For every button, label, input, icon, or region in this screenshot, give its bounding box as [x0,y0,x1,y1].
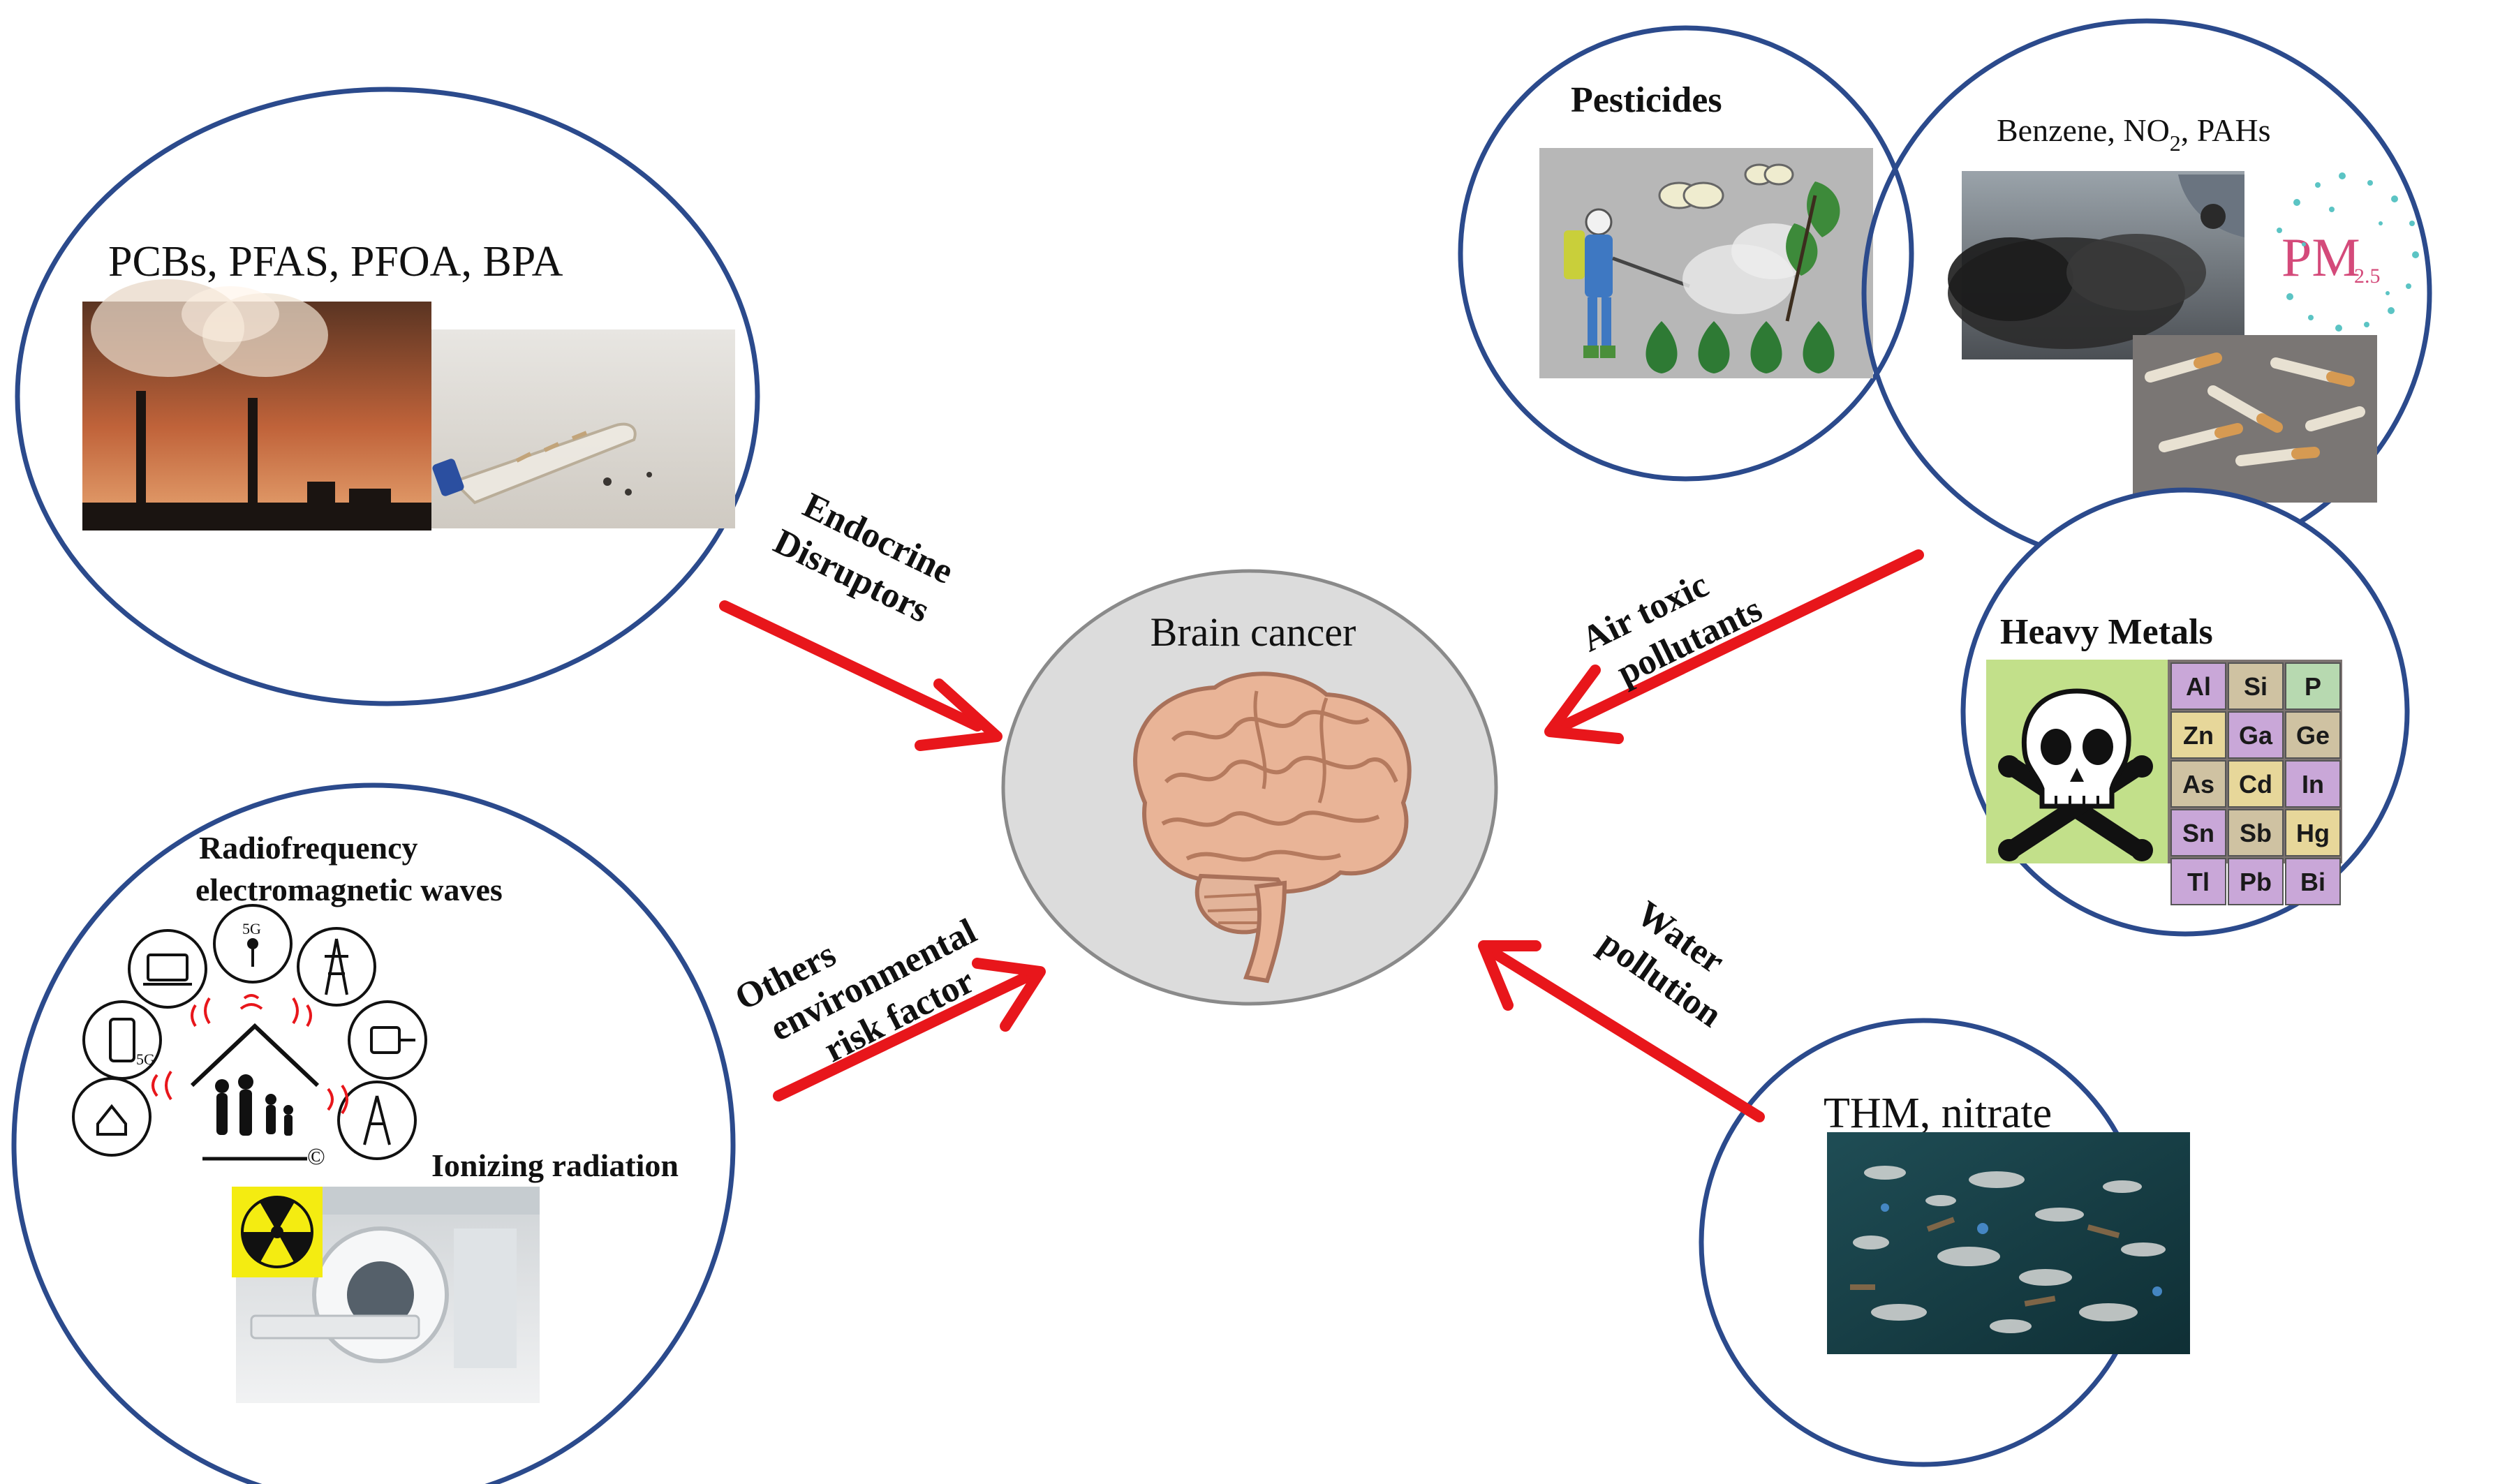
element-tile-hg: Hg [2285,809,2341,856]
ocean-debris-photo [1827,1132,2190,1354]
pesticides-illustration [1539,148,1873,378]
plastic-bottle-photo [431,329,735,528]
element-tile-bi: Bi [2285,858,2341,905]
element-symbol: Pb [2240,868,2272,896]
element-tile-zn: Zn [2170,711,2226,759]
pm25-sub: 2.5 [2354,265,2381,288]
other-factors-arrow [773,958,1046,1101]
element-symbol: Tl [2187,868,2210,896]
ionizing-label: Ionizing radiation [431,1148,679,1183]
element-symbol: In [2302,770,2324,799]
element-tile-sn: Sn [2170,809,2226,856]
air-compounds-suffix: , PAHs [2181,112,2271,148]
element-tile-as: As [2170,760,2226,808]
other-factors-node: Radiofrequency electromagnetic waves [11,782,736,1484]
element-tile-pb: Pb [2228,858,2284,905]
element-symbol: Al [2186,672,2211,701]
pesticides-node: Pesticides [1458,25,1914,482]
element-symbol: Ge [2296,721,2330,750]
element-tile-tl: Tl [2170,858,2226,905]
family-silhouette [215,1074,293,1136]
element-tile-p: P [2285,662,2341,710]
air-arrow [1544,549,1924,744]
center-title: Brain cancer [1151,609,1356,655]
endocrine-chemicals-label: PCBs, PFAS, PFOA, BPA [108,238,563,285]
brain-cancer-node: Brain cancer [1001,569,1498,1006]
rf-label-line1: Radiofrequency [199,830,418,866]
pm25-graphic: PM 2.5 [2277,172,2419,332]
water-pollutants-label: THM, nitrate [1824,1090,2052,1137]
smokestacks-photo [82,279,431,530]
exhaust-photo [1948,171,2244,359]
element-symbol: Sb [2240,819,2272,847]
element-symbol: Zn [2183,721,2214,750]
element-tile-ga: Ga [2228,711,2284,759]
copyright-mark: © [307,1144,325,1170]
element-symbol: As [2182,770,2214,799]
tower-5g-label: 5G [242,920,261,937]
skull-icon [1986,660,2168,863]
element-tile-ge: Ge [2285,711,2341,759]
air-compounds-sub: 2 [2170,131,2181,156]
radiation-icon [232,1187,323,1277]
air-compounds-label: Benzene, NO2, PAHs [1997,112,2271,156]
rf-illustration [72,904,427,1161]
element-tile-si: Si [2228,662,2284,710]
element-tile-cd: Cd [2228,760,2284,808]
phone-5g-label: 5G [136,1051,155,1068]
ct-scanner-photo [236,1187,540,1403]
element-tile-al: Al [2170,662,2226,710]
element-symbol: Hg [2296,819,2330,847]
endocrine-arrow [719,600,1003,751]
water-arrow [1478,940,1765,1122]
endocrine-arrow-label: Endocrine Disruptors [768,485,960,630]
cigarette-butts-photo [2133,335,2377,503]
rf-label-line2: electromagnetic waves [195,872,503,907]
element-symbol: Sn [2182,819,2214,847]
element-symbol: Bi [2300,868,2325,896]
pm25-main: PM [2281,227,2360,288]
air-pollutants-node: Benzene, NO2, PAHs PM 2.5 [1861,18,2432,568]
water-arrow-label: Water pollution [1592,893,1731,1035]
element-symbol: P [2305,672,2321,701]
other-factors-ring [11,782,736,1484]
air-compounds-prefix: Benzene, NO [1997,112,2170,148]
element-tile-in: In [2285,760,2341,808]
element-symbol: Si [2244,672,2268,701]
water-pollution-node: THM, nitrate [1699,1018,2190,1467]
heavy-metals-title: Heavy Metals [2000,612,2213,652]
element-tile-sb: Sb [2228,809,2284,856]
pesticides-title: Pesticides [1571,80,1722,120]
other-factors-arrow-label: Others environmental risk factor [729,912,983,1071]
element-symbol: Ga [2239,721,2273,750]
endocrine-disruptors-node: PCBs, PFAS, PFOA, BPA [15,87,760,706]
brain-illustration [1133,671,1412,984]
element-symbol: Cd [2239,770,2272,799]
